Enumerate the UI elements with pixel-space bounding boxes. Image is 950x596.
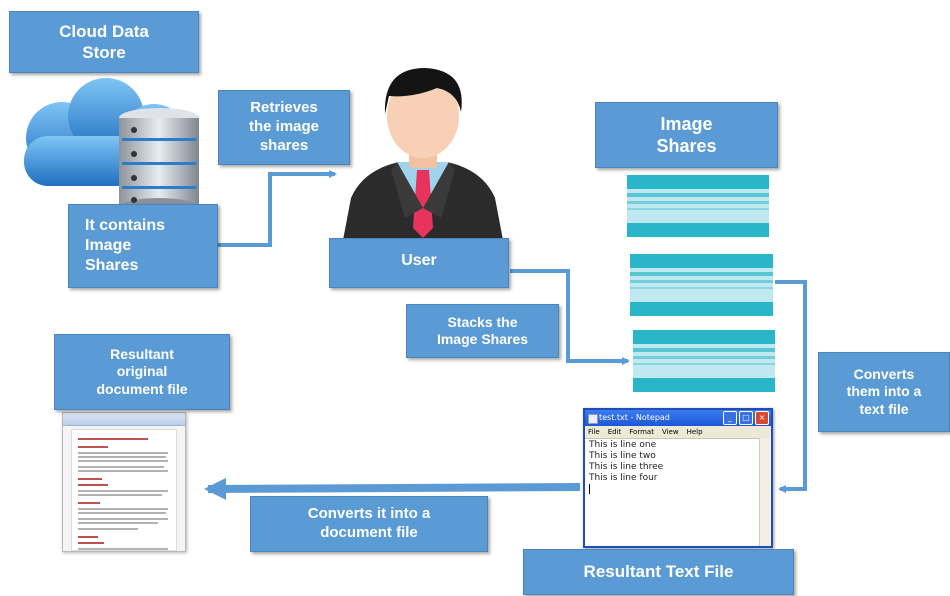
cloud-database-icon — [24, 78, 199, 218]
contains-label: It contains Image Shares — [68, 204, 218, 288]
converts-document-label: Converts it into a document file — [250, 496, 488, 552]
notepad-scrollbar[interactable] — [759, 438, 771, 546]
menu-file[interactable]: File — [588, 428, 600, 436]
menu-edit[interactable]: Edit — [607, 428, 622, 436]
businessman-avatar-icon — [343, 68, 503, 240]
arrow-shares-to-textfile — [775, 280, 807, 493]
menu-view[interactable]: View — [661, 428, 679, 436]
notepad-icon — [588, 414, 598, 424]
text-line: This is line four — [589, 473, 658, 483]
maximize-button[interactable]: □ — [739, 411, 753, 425]
close-button[interactable]: × — [755, 411, 769, 425]
notepad-text-area[interactable]: This is line one This is line two This i… — [585, 438, 759, 546]
text-line: This is line three — [589, 462, 664, 472]
text-line: This is line two — [589, 451, 656, 461]
notepad-window: test.txt - Notepad _ □ × File Edit Forma… — [583, 408, 773, 548]
menu-help[interactable]: Help — [686, 428, 703, 436]
notepad-titlebar[interactable]: test.txt - Notepad _ □ × — [585, 410, 771, 426]
retrieves-label: Retrieves the image shares — [218, 90, 350, 165]
converts-text-label: Converts them into a text file — [818, 352, 950, 432]
stacks-label: Stacks the Image Shares — [406, 304, 559, 358]
menu-format[interactable]: Format — [629, 428, 654, 436]
notepad-title: test.txt - Notepad — [599, 413, 670, 422]
arrow-textfile-to-document — [204, 477, 581, 500]
resultant-text-label: Resultant Text File — [523, 549, 794, 595]
image-share-1 — [627, 175, 769, 237]
resultant-original-label: Resultant original document file — [54, 334, 230, 410]
user-label: User — [329, 238, 509, 288]
text-line: This is line one — [589, 440, 657, 450]
word-document-thumbnail-icon — [62, 412, 186, 552]
notepad-menubar: File Edit Format View Help — [585, 426, 771, 439]
image-share-3 — [633, 330, 775, 392]
text-cursor — [589, 484, 590, 494]
image-shares-label: Image Shares — [595, 102, 778, 168]
minimize-button[interactable]: _ — [723, 411, 737, 425]
cloud-data-store-label: Cloud Data Store — [9, 11, 199, 73]
image-share-2 — [630, 254, 773, 316]
arrow-user-to-shares — [510, 269, 630, 365]
arrow-store-to-user — [215, 170, 337, 247]
